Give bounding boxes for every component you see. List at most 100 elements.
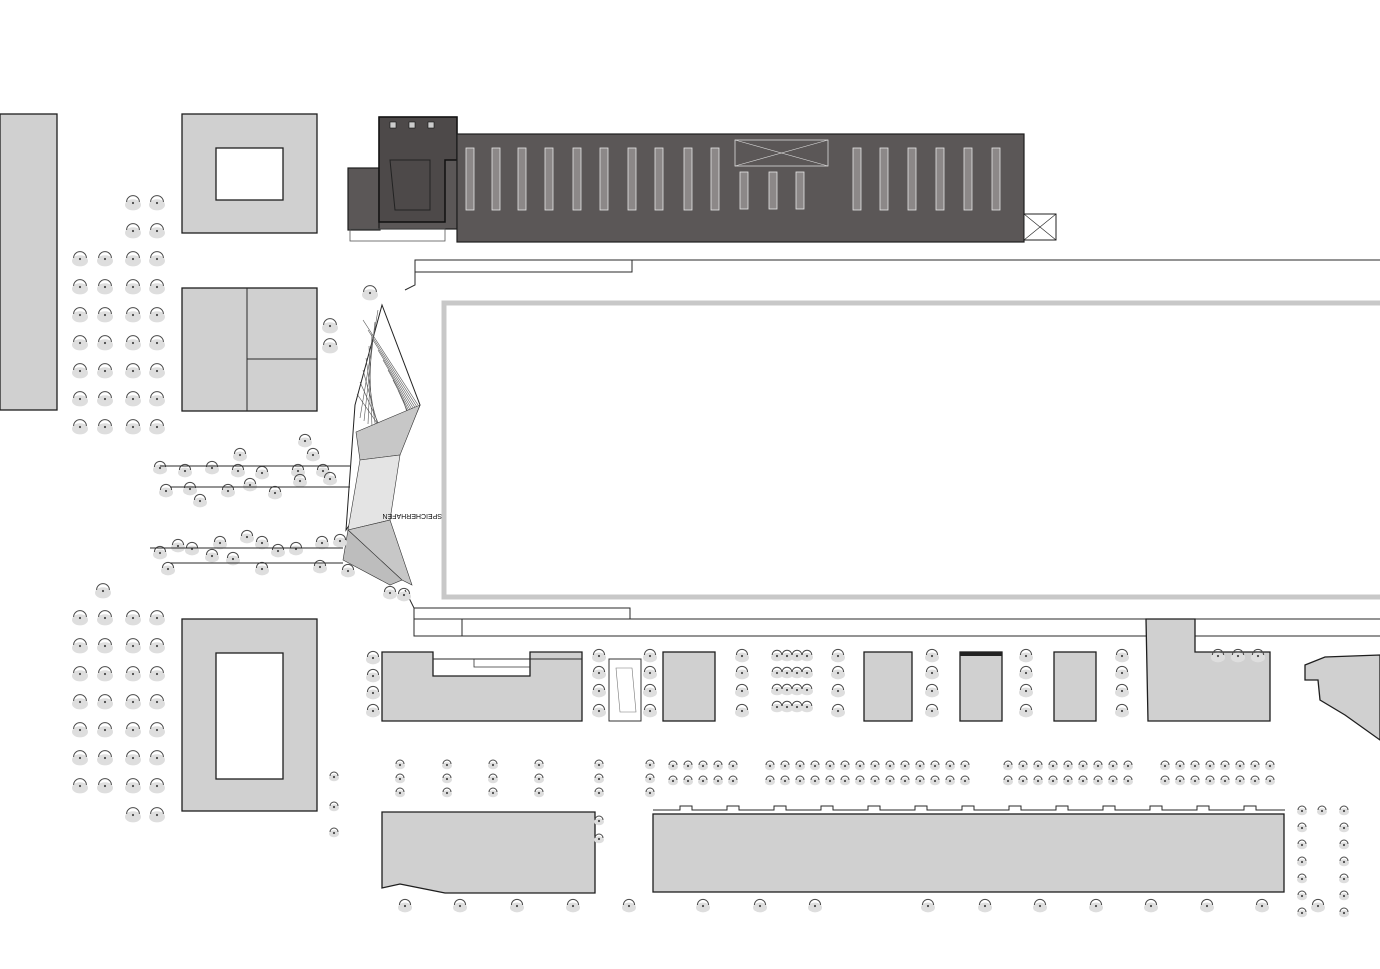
tree-icon xyxy=(735,703,749,718)
skylight xyxy=(517,147,527,211)
tree-icon xyxy=(885,775,895,786)
tree-icon xyxy=(221,483,235,498)
tree-icon xyxy=(97,391,113,407)
tree-icon xyxy=(255,535,269,550)
tree-icon xyxy=(1018,760,1028,771)
tree-icon xyxy=(1297,873,1307,884)
skylight xyxy=(654,147,664,211)
tree-icon xyxy=(534,787,544,798)
tree-icon xyxy=(149,307,165,323)
tree-icon xyxy=(183,481,197,496)
tree-icon xyxy=(1093,775,1103,786)
tree-icon xyxy=(149,335,165,351)
skylight xyxy=(710,147,720,211)
lower-buildings xyxy=(381,805,1285,894)
skylight xyxy=(544,147,554,211)
tree-icon xyxy=(97,722,113,738)
tree-icon xyxy=(97,279,113,295)
tree-icon xyxy=(149,778,165,794)
quay-grid-line xyxy=(377,349,416,412)
tree-icon xyxy=(643,683,657,698)
tree-icon xyxy=(771,700,783,713)
quay-grid-line xyxy=(387,369,414,416)
tree-icon xyxy=(149,251,165,267)
tree-icon xyxy=(1160,775,1170,786)
tree-icon xyxy=(771,683,783,696)
tree-icon xyxy=(442,787,452,798)
skylight xyxy=(491,147,501,211)
tree-icon xyxy=(1190,775,1200,786)
tree-icon xyxy=(1093,760,1103,771)
tree-icon xyxy=(97,307,113,323)
harbor-label: SPEICHERHAFEN xyxy=(382,512,442,519)
courtyard-building-south xyxy=(181,618,318,812)
tree-icon xyxy=(1297,822,1307,833)
tree-icon xyxy=(255,561,269,576)
skylight xyxy=(599,147,609,211)
quay-grid-line xyxy=(363,321,376,422)
tree-icon xyxy=(329,827,339,838)
tree-icon xyxy=(791,649,803,662)
tree-icon xyxy=(125,666,141,682)
tree-icon xyxy=(801,700,813,713)
tree-icon xyxy=(153,545,167,560)
tree-icon xyxy=(1108,760,1118,771)
tree-icon xyxy=(395,759,405,770)
tree-icon xyxy=(1297,907,1307,918)
tree-icon xyxy=(442,773,452,784)
tree-icon xyxy=(149,807,165,823)
tree-icon xyxy=(592,683,606,698)
building-west-long xyxy=(0,113,58,411)
tree-icon xyxy=(149,722,165,738)
tree-icon xyxy=(1339,822,1349,833)
tree-icon xyxy=(791,700,803,713)
tree-icon xyxy=(125,807,141,823)
tree-icon xyxy=(1063,760,1073,771)
tree-icon xyxy=(566,898,580,913)
tree-icon xyxy=(1160,760,1170,771)
tree-icon xyxy=(149,750,165,766)
tree-icon xyxy=(915,775,925,786)
tree-icon xyxy=(1018,775,1028,786)
tree-icon xyxy=(213,535,227,550)
tree-icon xyxy=(72,750,88,766)
tree-icon xyxy=(696,898,710,913)
tree-icon xyxy=(855,775,865,786)
tree-icon xyxy=(1200,898,1214,913)
tree-icon xyxy=(534,759,544,770)
tree-icon xyxy=(801,666,813,679)
tree-icon xyxy=(643,648,657,663)
tree-icon xyxy=(97,694,113,710)
tree-icon xyxy=(362,285,378,301)
tree-icon xyxy=(161,561,175,576)
tree-icon xyxy=(683,760,693,771)
tree-icon xyxy=(1255,898,1269,913)
tree-icon xyxy=(316,463,330,478)
tree-icon xyxy=(72,610,88,626)
tree-icon xyxy=(149,363,165,379)
tree-icon xyxy=(125,638,141,654)
tree-icon xyxy=(795,775,805,786)
tree-icon xyxy=(1175,760,1185,771)
tree-icon xyxy=(1297,856,1307,867)
tree-icon xyxy=(125,195,141,211)
tree-icon xyxy=(791,683,803,696)
tree-icon xyxy=(1033,775,1043,786)
tree-icon xyxy=(592,665,606,680)
tree-icon xyxy=(698,760,708,771)
tree-icon xyxy=(1231,648,1245,663)
tree-icon xyxy=(795,760,805,771)
tree-icon xyxy=(1265,760,1275,771)
tree-icon xyxy=(95,583,111,599)
tree-icon xyxy=(781,649,793,662)
tree-icon xyxy=(683,775,693,786)
tree-icon xyxy=(1115,683,1129,698)
tree-icon xyxy=(1251,648,1265,663)
tree-icon xyxy=(322,318,338,334)
tree-icon xyxy=(1235,760,1245,771)
skylight xyxy=(852,147,862,211)
tree-icon xyxy=(233,447,247,462)
tree-icon xyxy=(765,775,775,786)
tree-icon xyxy=(900,775,910,786)
